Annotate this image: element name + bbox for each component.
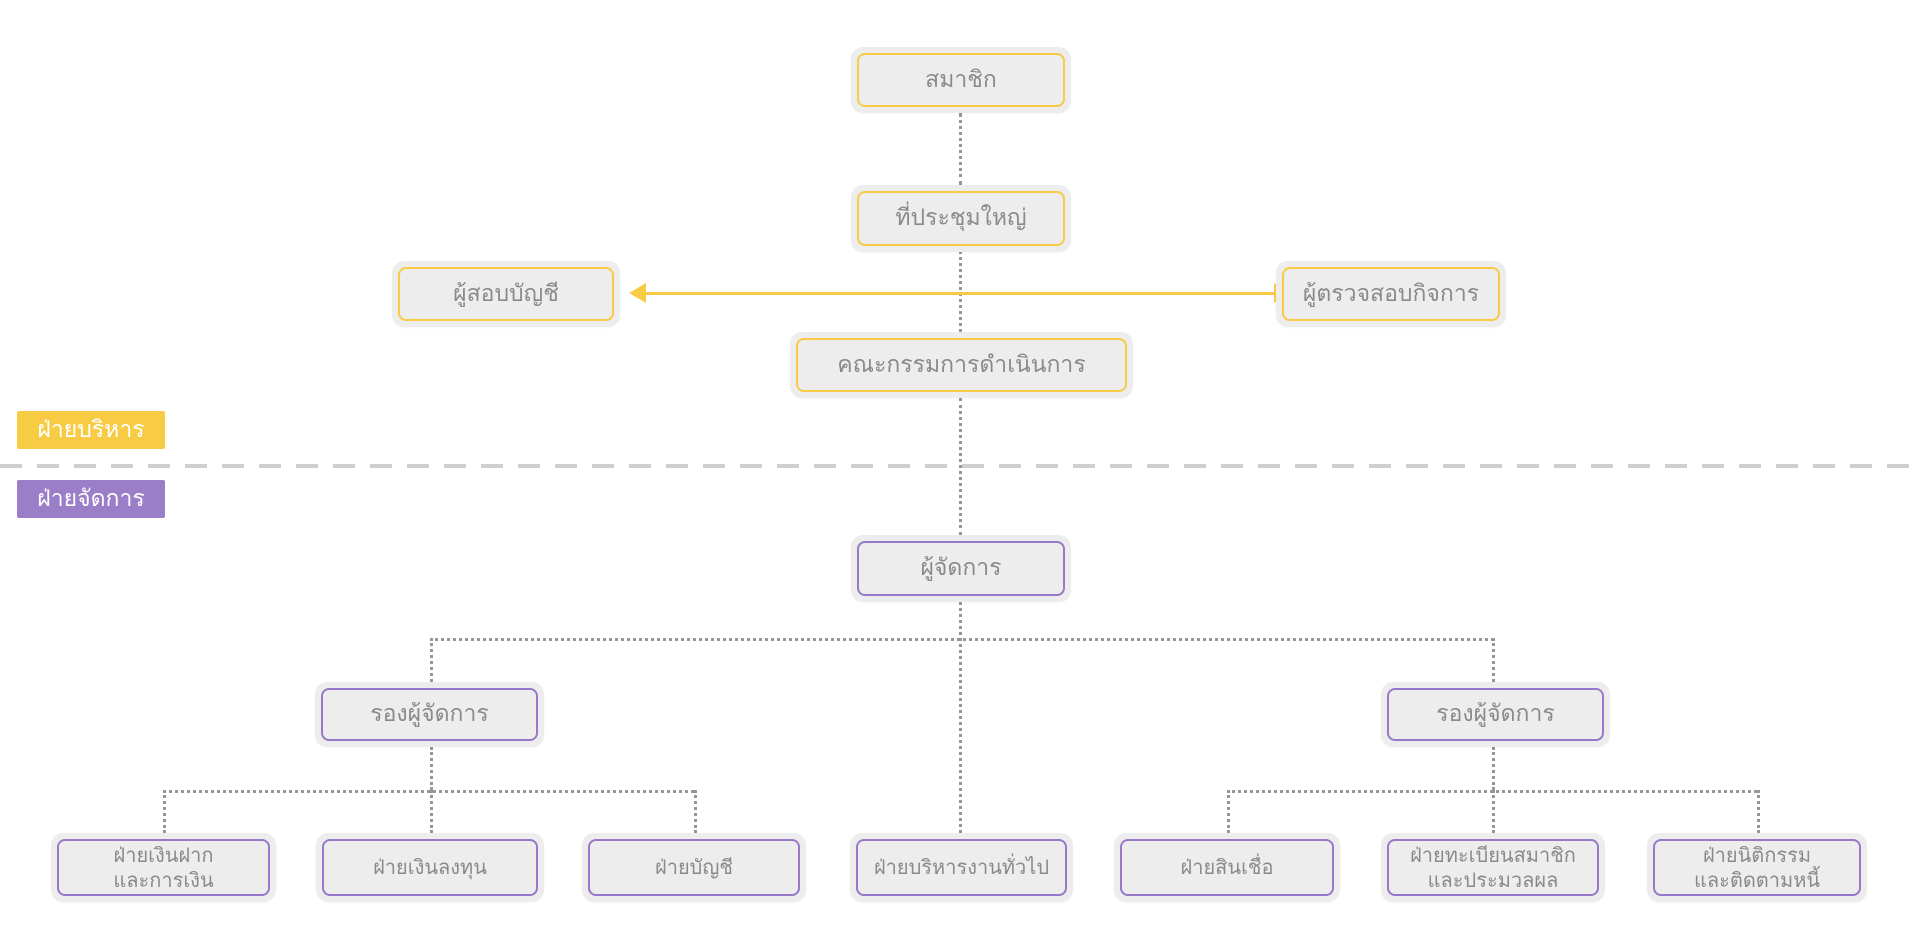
arrow-left-icon: [629, 283, 646, 303]
node-dept-general-admin: ฝ่ายบริหารงานทั่วไป: [850, 833, 1073, 902]
audit-relation-line: [645, 292, 1275, 295]
connector-drop-credit: [1227, 790, 1230, 833]
connector-manager-deputies-horizontal: [430, 638, 1494, 641]
node-dept-member-registry-label: ฝ่ายทะเบียนสมาชิก และประมวลผล: [1387, 839, 1599, 896]
node-auditor-label: ผู้สอบบัญชี: [398, 267, 614, 321]
connector-deputy-right-stem: [1492, 747, 1495, 790]
node-deputy-manager-left: รองผู้จัดการ: [315, 682, 544, 747]
node-dept-investment-label: ฝ่ายเงินลงทุน: [322, 839, 538, 896]
connector-drop-investment: [430, 790, 433, 833]
node-manager-label: ผู้จัดการ: [857, 541, 1065, 596]
executive-section-badge: ฝ่ายบริหาร: [17, 411, 165, 449]
node-members: สมาชิก: [851, 47, 1071, 113]
node-auditor: ผู้สอบบัญชี: [392, 261, 620, 327]
node-manager: ผู้จัดการ: [851, 535, 1071, 602]
connector-members-meeting: [959, 113, 962, 185]
node-deputy-manager-right: รองผู้จัดการ: [1381, 682, 1610, 747]
node-dept-deposit-finance-label: ฝ่ายเงินฝาก และการเงิน: [57, 839, 270, 896]
node-inspector-label: ผู้ตรวจสอบกิจการ: [1282, 267, 1500, 321]
node-dept-deposit-finance: ฝ่ายเงินฝาก และการเงิน: [51, 833, 276, 902]
node-board: คณะกรรมการดำเนินการ: [790, 332, 1133, 398]
connector-drop-deputy-left: [430, 638, 433, 682]
node-general-meeting: ที่ประชุมใหญ่: [851, 185, 1071, 252]
connector-manager-general-admin: [959, 602, 962, 833]
node-dept-legal-debt: ฝ่ายนิติกรรม และติดตามหนี้: [1647, 833, 1867, 902]
node-board-label: คณะกรรมการดำเนินการ: [796, 338, 1127, 392]
section-divider: [0, 464, 1920, 468]
node-deputy-manager-left-label: รองผู้จัดการ: [321, 688, 538, 741]
connector-drop-deposit: [163, 790, 166, 833]
connector-drop-legal: [1757, 790, 1760, 833]
node-dept-credit-label: ฝ่ายสินเชื่อ: [1120, 839, 1334, 896]
node-dept-accounting-label: ฝ่ายบัญชี: [588, 839, 800, 896]
node-dept-credit: ฝ่ายสินเชื่อ: [1114, 833, 1340, 902]
connector-meeting-board: [959, 251, 962, 332]
node-dept-investment: ฝ่ายเงินลงทุน: [316, 833, 544, 902]
node-dept-member-registry: ฝ่ายทะเบียนสมาชิก และประมวลผล: [1381, 833, 1605, 902]
node-dept-legal-debt-label: ฝ่ายนิติกรรม และติดตามหนี้: [1653, 839, 1861, 896]
node-deputy-manager-right-label: รองผู้จัดการ: [1387, 688, 1604, 741]
node-members-label: สมาชิก: [857, 53, 1065, 107]
connector-left-branch-horizontal: [163, 790, 694, 793]
management-section-badge: ฝ่ายจัดการ: [17, 480, 165, 518]
connector-drop-accounting: [694, 790, 697, 833]
connector-drop-deputy-right: [1492, 638, 1495, 682]
connector-deputy-left-stem: [430, 747, 433, 790]
node-dept-accounting: ฝ่ายบัญชี: [582, 833, 806, 902]
node-general-meeting-label: ที่ประชุมใหญ่: [857, 191, 1065, 246]
node-inspector: ผู้ตรวจสอบกิจการ: [1276, 261, 1506, 327]
node-dept-general-admin-label: ฝ่ายบริหารงานทั่วไป: [856, 839, 1067, 896]
connector-drop-registry: [1492, 790, 1495, 833]
